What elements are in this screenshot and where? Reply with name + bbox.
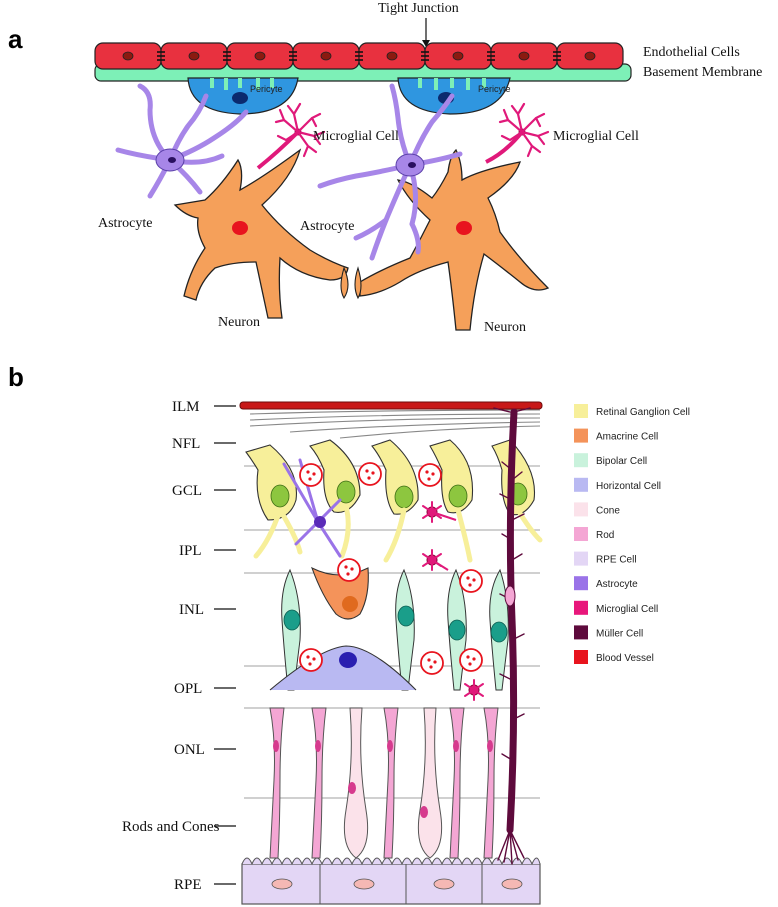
- legend-label-0: Retinal Ganglion Cell: [596, 407, 690, 418]
- layer-opl: OPL: [174, 681, 202, 697]
- astrocyte-label-left: Astrocyte: [98, 216, 152, 231]
- legend-swatch-7: [574, 576, 588, 591]
- layer-rods-cones: Rods and Cones: [122, 819, 220, 835]
- legend-label-4: Cone: [596, 505, 620, 516]
- layer-gcl: GCL: [172, 483, 202, 499]
- legend-swatch-1: [574, 428, 588, 443]
- microglia-left: [256, 102, 326, 170]
- legend-swatch-3: [574, 477, 588, 492]
- layer-labels: ILM NFL GCL IPL INL OPL ONL Rods and Con…: [122, 399, 236, 893]
- horizontal-cell: [269, 645, 417, 691]
- neuron-label-right: Neuron: [484, 320, 526, 335]
- legend-swatch-2: [574, 453, 588, 468]
- neuron-left: [173, 148, 349, 319]
- basement-membrane-label: Basement Membrane: [643, 65, 762, 80]
- muller-cell: [493, 407, 531, 865]
- ganglion-cells: [245, 439, 543, 563]
- astrocyte-label-center: Astrocyte: [300, 219, 354, 234]
- legend-swatch-10: [574, 650, 588, 664]
- pericyte-right-label: Pericyte: [478, 84, 511, 94]
- legend-swatch-5: [574, 527, 588, 541]
- layer-nfl: NFL: [172, 436, 200, 452]
- ilm-blood-vessel: [239, 401, 543, 410]
- legend-swatch-4: [574, 502, 588, 517]
- neuron-label-left: Neuron: [218, 315, 260, 330]
- panel-a-letter: a: [8, 24, 23, 54]
- legend-label-9: Müller Cell: [596, 628, 643, 639]
- legend-swatch-6: [574, 551, 588, 566]
- pericyte-left-label: Pericyte: [250, 84, 283, 94]
- microglia-retina: [422, 501, 484, 701]
- legend-label-5: Rod: [596, 530, 614, 541]
- astrocyte-center: [317, 83, 463, 261]
- microglial-label-left: Microglial Cell: [313, 129, 399, 144]
- neuron-right: [359, 148, 550, 331]
- legend-label-8: Microglial Cell: [596, 604, 658, 615]
- legend-label-6: RPE Cell: [596, 555, 637, 566]
- layer-onl: ONL: [174, 742, 205, 758]
- legend-label-1: Amacrine Cell: [596, 432, 658, 443]
- astrocyte-left: [115, 83, 249, 199]
- legend-label-2: Bipolar Cell: [596, 456, 647, 467]
- legend-swatch-9: [574, 625, 588, 640]
- synapse: [340, 266, 362, 300]
- tight-junction-label: Tight Junction: [378, 1, 459, 16]
- legend-swatch-0: [574, 404, 588, 418]
- pericyte-left: Pericyte: [187, 77, 299, 115]
- microglia-right: [485, 102, 550, 164]
- endothelial-label: Endothelial Cells: [643, 45, 740, 60]
- layer-rpe: RPE: [174, 877, 202, 893]
- tight-junction-arrow: [422, 18, 430, 47]
- legend-label-10: Blood Vessel: [596, 653, 654, 664]
- legend-label-3: Horizontal Cell: [596, 481, 661, 492]
- legend-label-7: Astrocyte: [596, 579, 638, 590]
- rpe-layer: [241, 857, 541, 905]
- legend-swatch-8: [574, 600, 588, 615]
- photoreceptors: [269, 707, 499, 859]
- layer-inl: INL: [179, 602, 204, 618]
- layer-ipl: IPL: [179, 543, 202, 559]
- panel-b-letter: b: [8, 362, 24, 392]
- layer-ilm: ILM: [172, 399, 200, 415]
- nerve-fibers: [249, 409, 541, 439]
- microglial-label-right: Microglial Cell: [553, 129, 639, 144]
